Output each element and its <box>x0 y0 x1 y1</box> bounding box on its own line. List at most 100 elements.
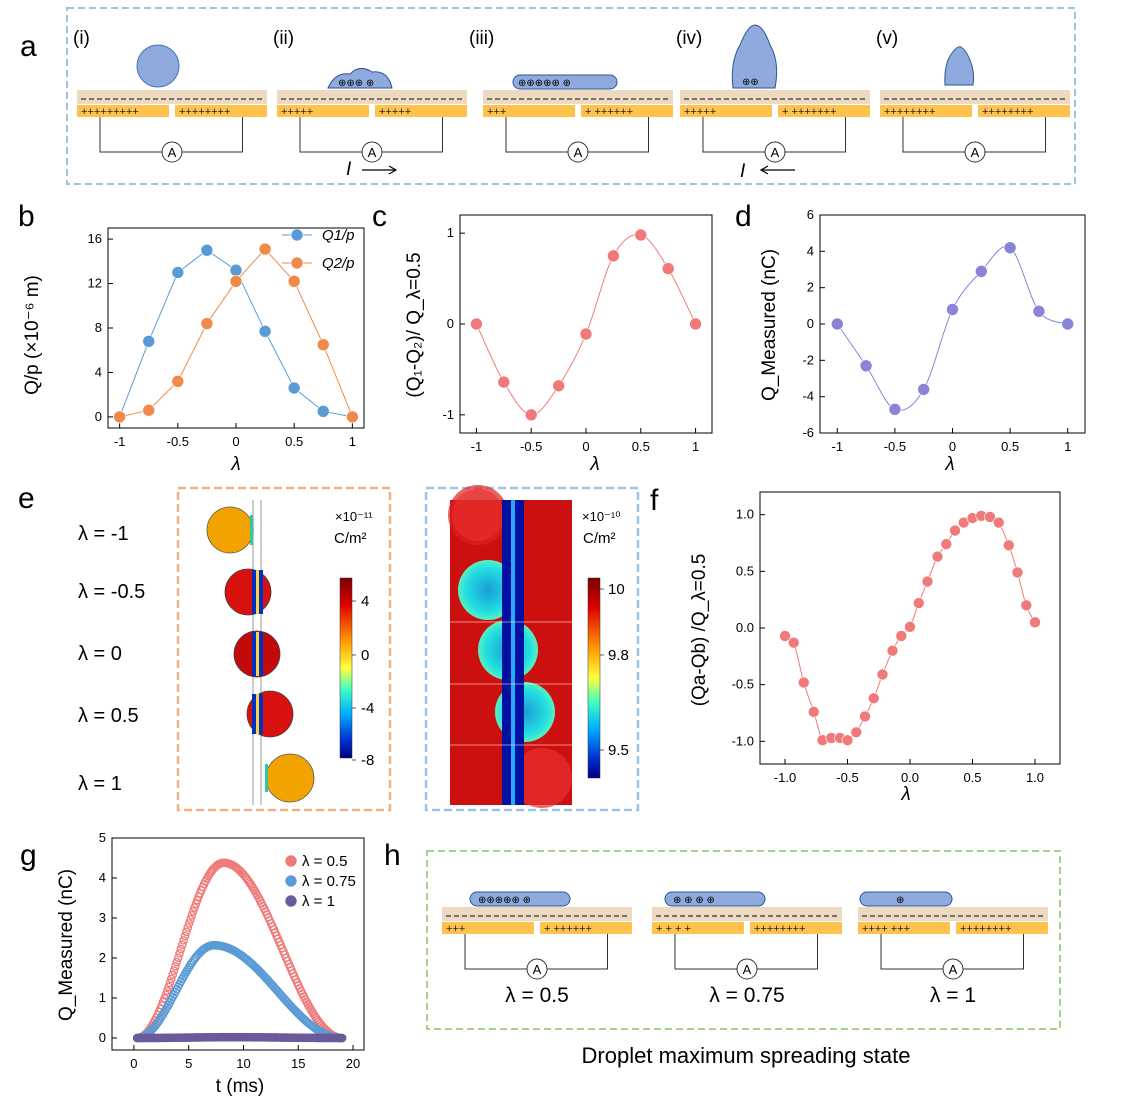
b-legend-marker-0 <box>290 228 304 242</box>
current-arrow-iv <box>759 165 795 175</box>
sim-field <box>448 485 572 808</box>
panel-d-label: d <box>735 200 752 233</box>
h1-ammeter <box>526 958 548 980</box>
b-ytick-label-4: 16 <box>88 231 102 246</box>
d-ytick-label-1: -4 <box>802 389 814 404</box>
panel-h-label: h <box>384 839 401 872</box>
a5-electrode-right <box>978 105 1070 117</box>
f-point-0 <box>779 630 791 642</box>
d-ytick-label-0: -6 <box>802 425 814 440</box>
panel-e-lambda-labels: λ = -1λ = -0.5λ = 0λ = 0.5λ = 1 <box>78 523 145 795</box>
scale1-unit: C/m² <box>334 530 367 547</box>
g-point-0-26 <box>168 970 178 980</box>
f-point-28 <box>1029 616 1041 629</box>
f-point-7 <box>841 734 854 747</box>
b-point-1-7 <box>316 338 330 351</box>
g-ytick-label-1: 1 <box>99 990 106 1005</box>
subpanel-label-3: (iii) <box>469 28 494 49</box>
f-point-23 <box>984 511 996 523</box>
d-ytick-label-5: 4 <box>807 243 814 258</box>
sim-droplet-1 <box>206 506 254 554</box>
b-point-0-6 <box>287 381 301 395</box>
b-ytick-label-3: 12 <box>88 276 102 291</box>
b-legend-label-0: Q1/p <box>322 227 355 244</box>
a5-ammeter <box>964 141 986 163</box>
sim-droplet-3 <box>233 630 281 678</box>
b-point-0-7 <box>316 405 330 418</box>
sim-droplet-4 <box>246 690 294 738</box>
panel-a: a (i)+++++++++++++++++A(ii)++++++++++A(i… <box>20 7 1076 185</box>
h3-dielectric <box>858 907 1048 921</box>
chart-b-ylabel: Q/p (×10⁻⁶ m) <box>22 275 43 395</box>
f-point-27 <box>1020 599 1033 612</box>
c-point-4 <box>579 327 593 341</box>
e-lambda-label-5: λ = 1 <box>78 773 122 795</box>
h3-plus-right: ++++++++ <box>960 923 1011 935</box>
g-axes-frame <box>111 837 365 1051</box>
g-point-0-29 <box>172 957 182 967</box>
d-fit-line <box>836 245 1068 411</box>
chart-d-xlabel: λ <box>944 454 954 475</box>
c-xtick-label-3: 0.5 <box>632 439 650 454</box>
g-point-0-39 <box>186 915 195 924</box>
a2-ammeter <box>361 141 383 163</box>
a3-circuit-wire <box>505 117 649 153</box>
g-xtick-label-1: 5 <box>185 1056 192 1071</box>
panel-h-frame <box>426 850 1061 1030</box>
h3-electrode-right <box>956 922 1048 934</box>
f-ytick-label-0: -1.0 <box>732 733 754 748</box>
scale2-exp: ×10⁻¹⁰ <box>582 509 620 524</box>
c-xtick-label-2: 0 <box>582 439 589 454</box>
g-point-0-25 <box>167 974 176 984</box>
h-droplet-charges-3: ⊕ <box>896 895 904 906</box>
d-point-1 <box>859 359 873 373</box>
chart-b-xlabel: λ <box>230 454 240 475</box>
d-ytick-label-2: -2 <box>802 352 814 367</box>
droplet-iii <box>512 74 618 90</box>
g-point-0-42 <box>190 903 199 912</box>
schematic-h: ++++ ++++++A⊕⊕⊕⊕⊕ ⊕λ = 0.5+ + + ++++++++… <box>442 891 1048 1007</box>
cb1-tick-label-3: -8 <box>361 752 374 769</box>
h3-ammeter <box>942 958 964 980</box>
a1-dielectric <box>77 90 267 104</box>
h-lambda-label-1: λ = 0.5 <box>505 984 569 1007</box>
g-xtick-label-3: 15 <box>291 1056 305 1071</box>
h-droplet-1 <box>469 891 571 907</box>
f-xtick-label-3: 0.5 <box>963 770 981 785</box>
h1-electrode-right <box>540 922 632 934</box>
a3-plus-right: + ++++++ <box>585 106 633 118</box>
a3-ammeter <box>567 141 589 163</box>
f-point-15 <box>912 597 925 609</box>
scale2-unit: C/m² <box>583 530 616 547</box>
panel-a-label: a <box>20 30 37 63</box>
d-point-3 <box>917 383 930 396</box>
d-point-8 <box>1061 317 1075 331</box>
a3-electrode-left <box>483 105 575 117</box>
b-point-1-4 <box>229 275 243 288</box>
c-xtick-label-1: -0.5 <box>520 439 542 454</box>
c-point-8 <box>689 317 702 331</box>
c-point-5 <box>607 249 620 263</box>
subpanel-label-5: (v) <box>876 28 898 49</box>
cb1-tick-label-1: 0 <box>361 647 369 664</box>
g-point-0-36 <box>182 927 191 937</box>
c-xtick-label-0: -1 <box>471 439 483 454</box>
g-point-0-32 <box>176 944 186 954</box>
a5-ammeter-label: A <box>971 145 980 160</box>
f-point-3 <box>807 706 820 718</box>
g-point-0-34 <box>179 936 188 945</box>
droplet-i <box>136 44 180 88</box>
g-ytick-label-0: 0 <box>99 1030 106 1045</box>
a5-circuit-wire <box>902 117 1046 153</box>
g-ytick-label-3: 3 <box>99 910 106 925</box>
d-point-6 <box>1003 241 1017 254</box>
cb2-tick-label-1: 9.8 <box>608 647 629 664</box>
f-point-16 <box>921 575 934 588</box>
schematic-a: (i)+++++++++++++++++A(ii)++++++++++A(iii… <box>73 24 1070 182</box>
a2-ammeter-label: A <box>368 145 377 160</box>
h1-circuit-wire <box>464 934 608 970</box>
d-xtick-label-1: -0.5 <box>884 439 906 454</box>
